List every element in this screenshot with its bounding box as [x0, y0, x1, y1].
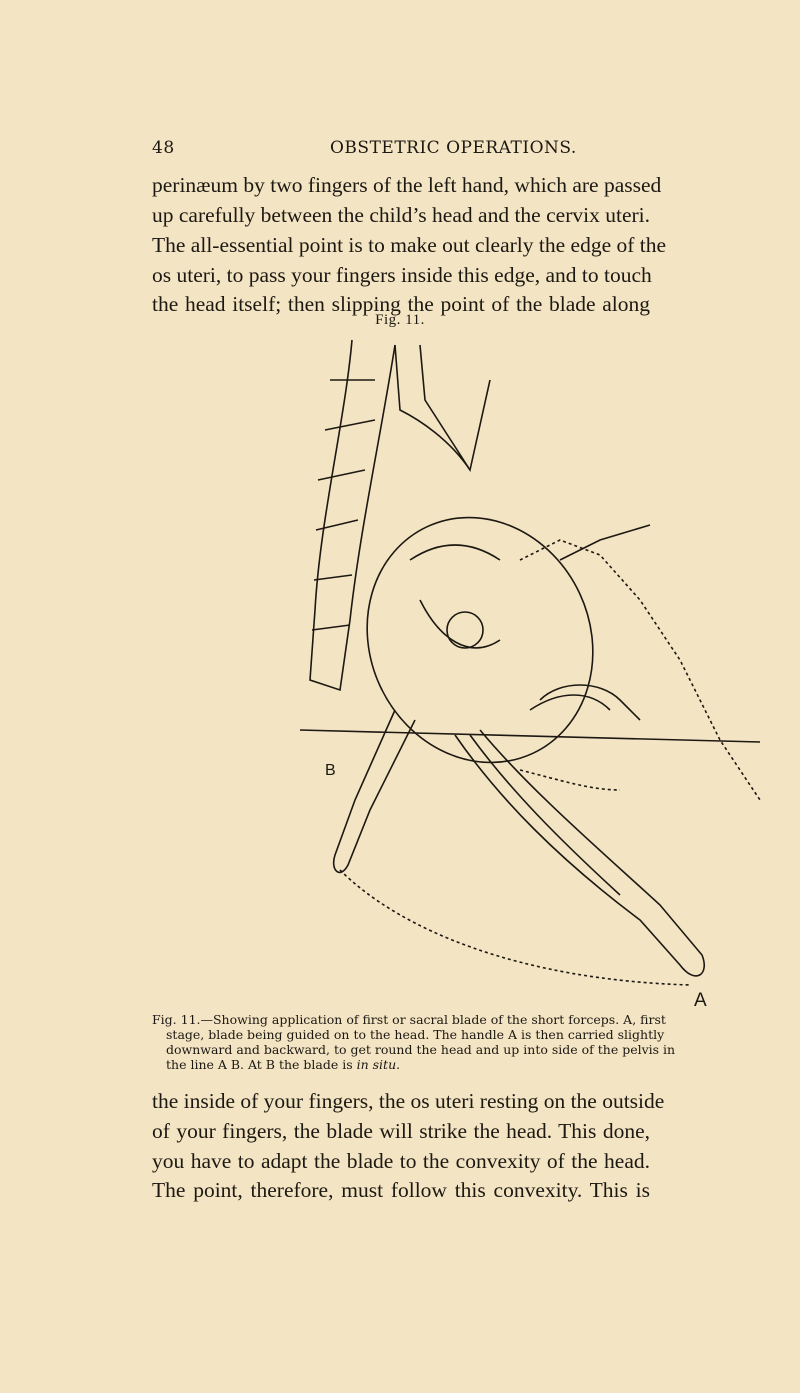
caption-text: the line A B. At B the blade is — [166, 1057, 357, 1072]
paragraph-line: up carefully between the child’s head an… — [152, 203, 650, 227]
paragraph-line: The point, therefore, must follow this c… — [152, 1178, 650, 1202]
point-label-b: B — [325, 762, 336, 779]
blade-inner — [469, 734, 621, 896]
sacrum — [309, 339, 396, 692]
figure-caption-line: downward and backward, to get round the … — [166, 1042, 676, 1057]
fetal-head — [366, 516, 594, 764]
figure-caption-line: the line A B. At B the blade is in situ. — [166, 1057, 650, 1072]
path-a-b — [339, 869, 691, 986]
paragraph-line: the inside of your fingers, the os uteri… — [152, 1089, 665, 1113]
pelvic-line — [299, 729, 761, 743]
paragraph-line: the head itself; then slipping the point… — [152, 292, 650, 316]
dotted-axis — [519, 539, 761, 801]
paragraph-line: The all-essential point is to make out c… — [152, 233, 667, 257]
hand-fingers — [539, 684, 641, 721]
head-features — [409, 544, 501, 649]
blade-first-stage — [454, 729, 705, 977]
figure-caption-line: stage, blade being guided on to the head… — [166, 1027, 665, 1042]
paragraph-line: of your fingers, the blade will strike t… — [152, 1119, 650, 1143]
dotted-curve — [519, 769, 621, 791]
forceps-illustration — [299, 339, 761, 986]
paragraph-line: perinæum by two fingers of the left hand… — [152, 173, 662, 197]
hand-fingers-2 — [529, 694, 611, 711]
blade-in-situ — [332, 709, 416, 874]
outline — [559, 524, 651, 561]
caption-italic: in situ. — [356, 1057, 401, 1072]
figure-caption-line: Fig. 11.—Showing application of first or… — [152, 1012, 666, 1027]
figure-label: Fig. 11. — [375, 312, 425, 328]
page-number: 48 — [152, 138, 175, 158]
spine-upper — [394, 344, 491, 473]
ear — [446, 611, 484, 649]
running-title: OBSTETRIC OPERATIONS. — [330, 138, 577, 158]
vertebrae — [311, 379, 376, 631]
paragraph-line: os uteri, to pass your fingers inside th… — [152, 263, 652, 287]
paragraph-line: you have to adapt the blade to the conve… — [152, 1149, 650, 1173]
point-label-a: A — [694, 990, 707, 1011]
